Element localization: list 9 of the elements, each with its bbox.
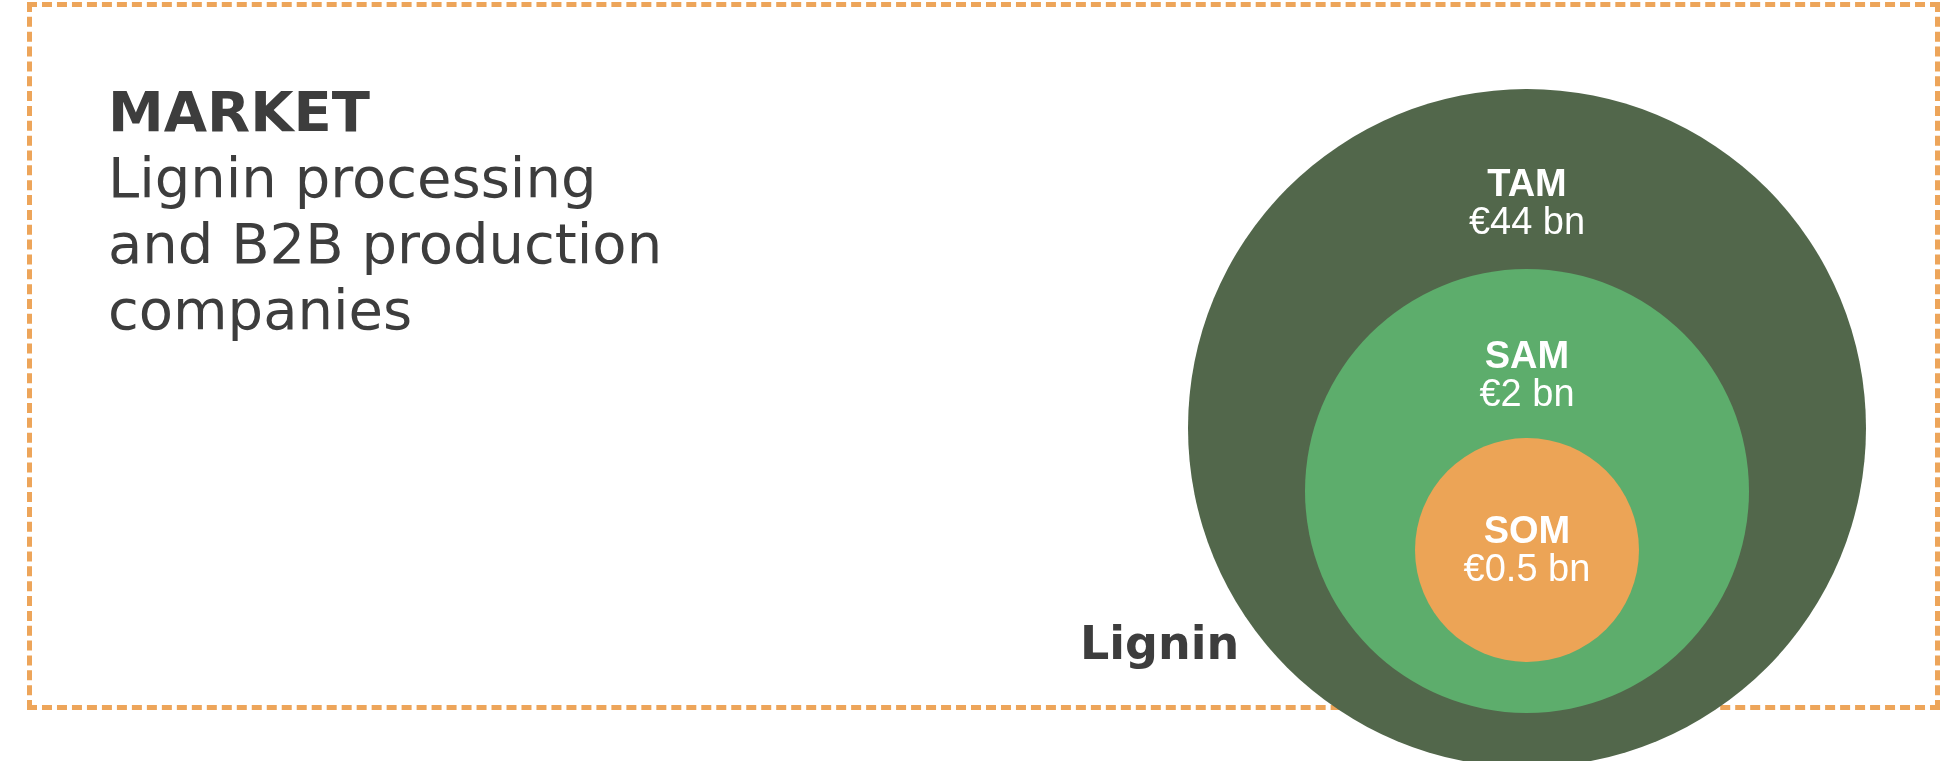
circle-title: SAM [1484,335,1570,375]
circle-title: SOM [1483,510,1571,550]
category-label: Lignin [1080,618,1240,668]
market-value: €2 bn [1479,373,1575,413]
market-description: Lignin processing and B2B production companies [108,145,664,343]
circle-title: TAM [1487,163,1567,203]
market-heading: MARKET [108,82,371,142]
market-value: €44 bn [1468,201,1586,241]
market-value: €0.5 bn [1463,548,1591,588]
